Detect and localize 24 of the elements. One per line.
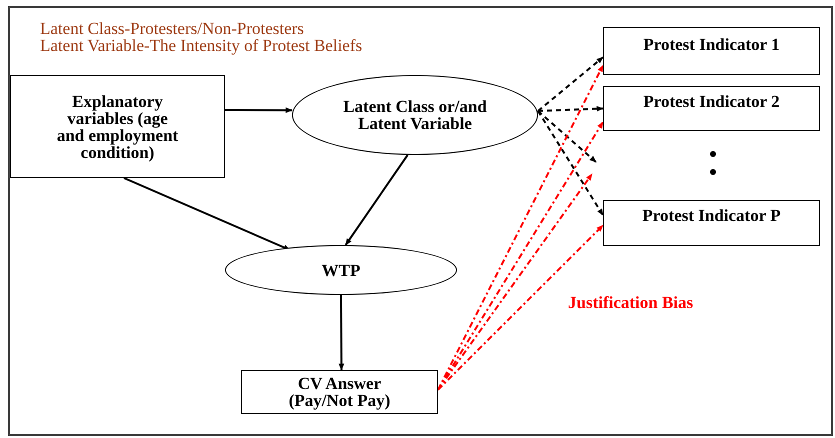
arrow: [344, 154, 408, 246]
process-box: [603, 86, 820, 131]
node-label: Protest Indicator 1: [643, 34, 780, 56]
legend-note: Latent Variable-The Intensity of Protest Beliefs: [40, 37, 364, 54]
arrow: [437, 173, 593, 390]
arrow: [537, 110, 604, 216]
node-label: Latent Class or/and Latent Variable: [342, 98, 488, 132]
process-box: [241, 370, 438, 414]
arrow: [437, 224, 604, 390]
node-label: WTP: [322, 260, 360, 282]
arrow: [338, 295, 344, 371]
node-label: CV Answer (Pay/Not Pay): [288, 375, 392, 409]
arrow: [538, 106, 604, 112]
arrow: [225, 107, 293, 113]
process-box: [10, 75, 225, 178]
process-box: [603, 200, 820, 246]
node-label: Protest Indicator 2: [643, 91, 780, 113]
node-label: Protest Indicator P: [642, 205, 781, 227]
arrow: [537, 56, 604, 112]
node-label: Explanatory variables (age and employment condition): [56, 92, 180, 160]
edge-group-label: Justification Bias: [568, 292, 694, 314]
arrow: [537, 110, 597, 163]
legend-note: Latent Class-Protesters/Non-Protesters: [40, 20, 305, 37]
process-box: [603, 27, 820, 75]
